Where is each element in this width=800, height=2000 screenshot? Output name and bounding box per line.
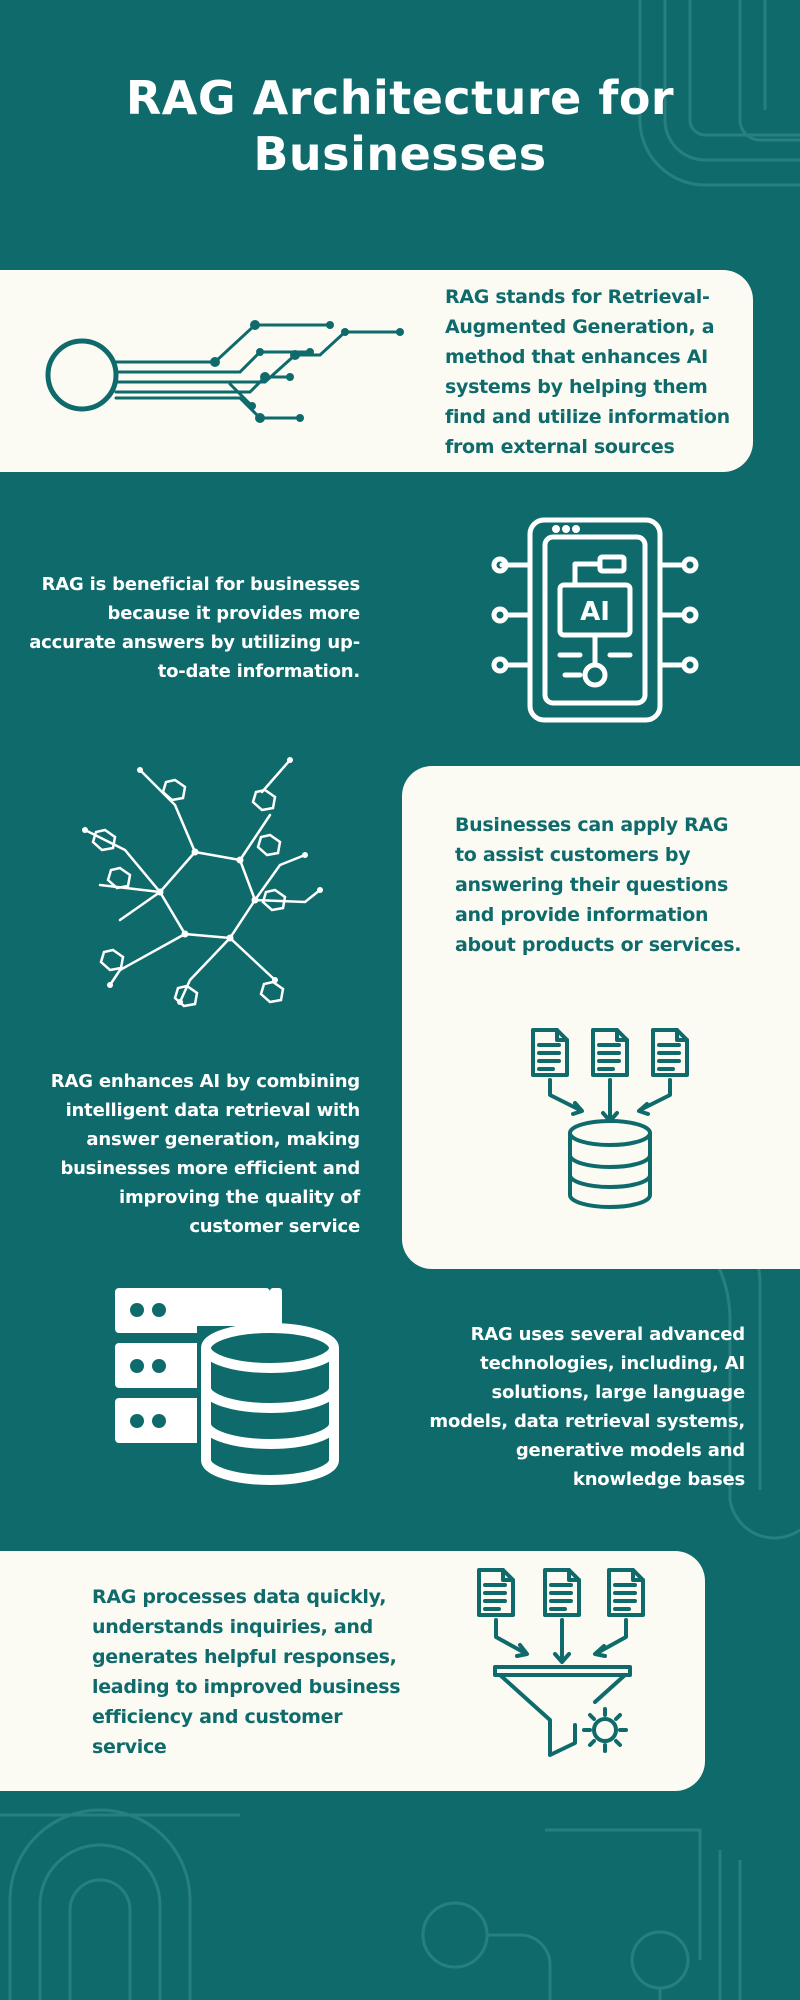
bottom-left-arch-lines <box>0 1808 240 2000</box>
documents-funnel-gear-icon <box>477 1568 645 1757</box>
section-text-customer-assist: Businesses can apply RAG to assist custo… <box>455 814 742 956</box>
section-text-technologies: RAG uses several advanced technologies, … <box>429 1324 745 1490</box>
database-cylinder-icon <box>197 1323 340 1498</box>
document-icon-3 <box>607 1568 645 1617</box>
document-icon-right <box>651 1028 689 1077</box>
section-text-processing: RAG processes data quickly, understands … <box>92 1586 401 1758</box>
documents-to-database-icon <box>531 1028 689 1209</box>
circuit-lines-icon <box>45 320 404 423</box>
molecule-network-icon <box>82 757 323 1008</box>
server-database-icon <box>115 1288 340 1498</box>
document-icon-1 <box>477 1568 515 1617</box>
document-icon-left <box>531 1028 569 1077</box>
document-icon-2 <box>543 1568 581 1617</box>
section-text-benefit: RAG is beneficial for businesses because… <box>29 574 360 682</box>
top-right-arch-lines <box>638 0 800 187</box>
ai-phone-icon: AI <box>491 517 699 723</box>
bottom-right-circuit-lines <box>421 1828 742 2000</box>
page-title: RAG Architecture for Businesses <box>125 71 675 181</box>
section-text-enhancement: RAG enhances AI by combining intelligent… <box>50 1071 360 1237</box>
ai-chip-label: AI <box>580 597 610 627</box>
info-card-3 <box>0 1551 705 1791</box>
section-text-definition: RAG stands for Retrieval-Augmented Gener… <box>445 286 730 458</box>
gear-icon <box>582 1707 628 1753</box>
document-icon-middle <box>591 1028 629 1077</box>
